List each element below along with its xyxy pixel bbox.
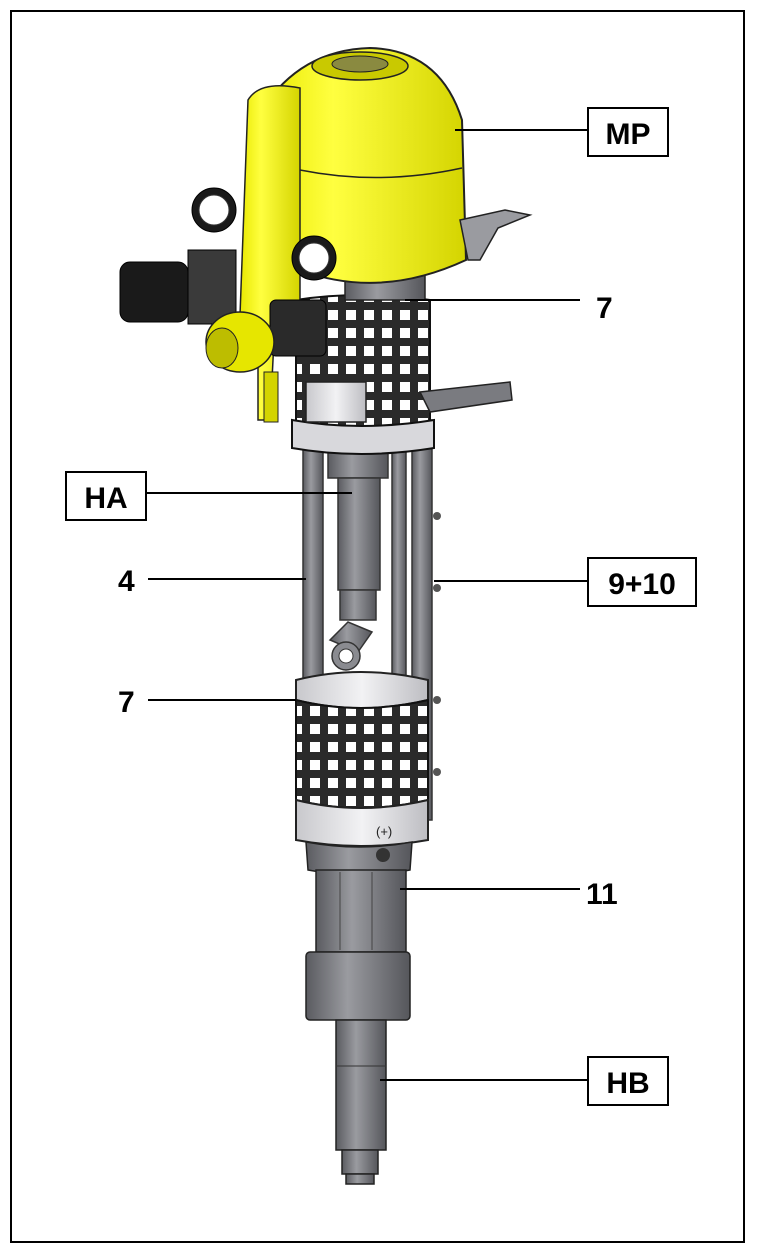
air-motor-rod: [327, 449, 389, 671]
leader-lines: [146, 129, 588, 1081]
label-11: 11: [586, 878, 618, 911]
pump-lower: [305, 841, 413, 1185]
air-motor-housing: [239, 46, 533, 421]
label-ha-box: [65, 471, 147, 521]
pressure-regulators: [119, 187, 513, 423]
label-ha-text: HA: [84, 482, 127, 515]
label-7-top: 7: [596, 292, 613, 325]
label-9-10-box: [587, 557, 697, 607]
svg-text:(+): (+): [376, 824, 392, 839]
label-9-10: 9+10: [587, 557, 697, 607]
label-mp-box: [587, 107, 669, 157]
label-hb-box: [587, 1056, 669, 1106]
label-mp-text: MP: [606, 118, 651, 151]
label-hb: HB: [587, 1056, 669, 1106]
label-7-mid: 7: [118, 686, 135, 719]
label-hb-text: HB: [606, 1067, 649, 1100]
label-mp: MP: [587, 107, 669, 157]
label-ha: HA: [65, 471, 147, 521]
label-4: 4: [118, 565, 135, 598]
lower-guard-cage: (+): [295, 671, 429, 847]
label-9-10-text: 9+10: [608, 568, 676, 601]
